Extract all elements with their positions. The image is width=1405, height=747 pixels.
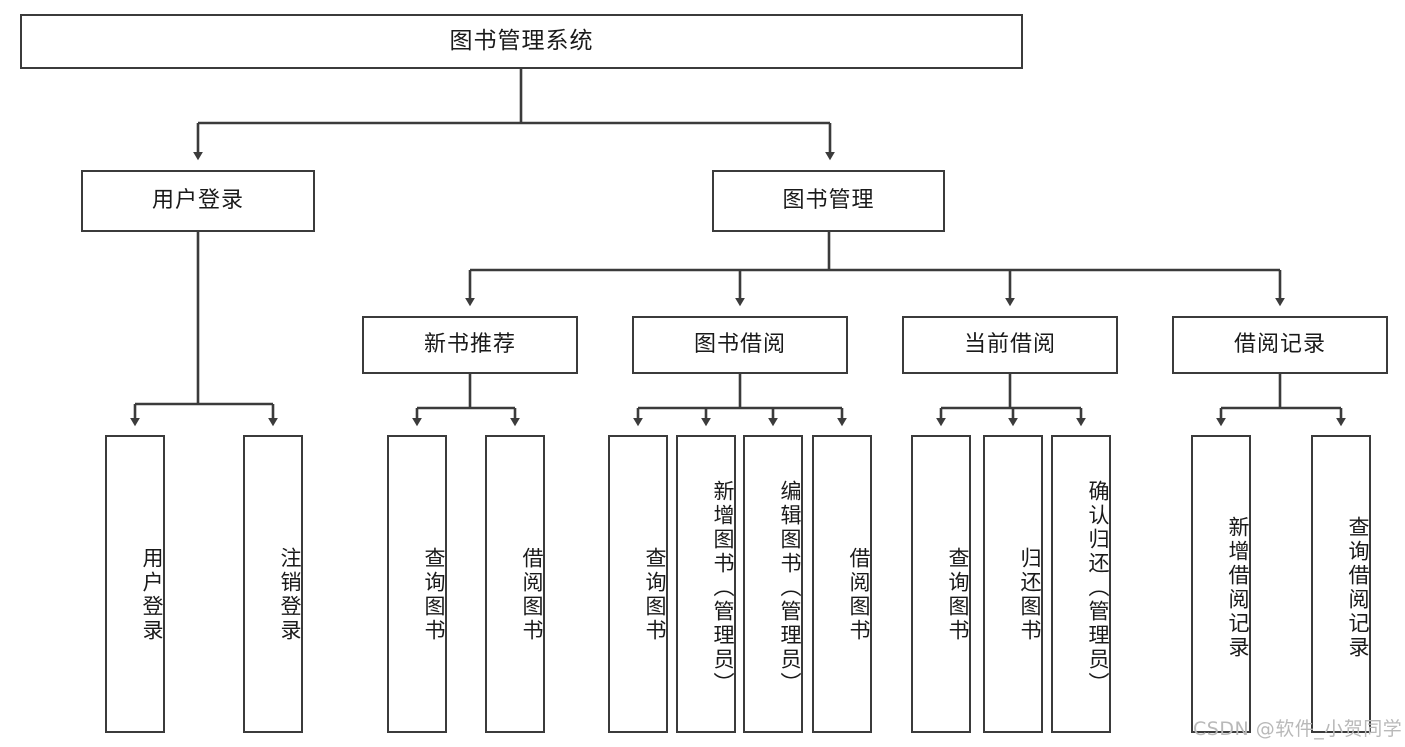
node-leaf-confirm-return[interactable]: 确认归还（管理员） — [1051, 435, 1111, 733]
node-label: 图书借阅 — [693, 331, 786, 357]
node-leaf-query-book-3[interactable]: 查询图书 — [911, 435, 971, 733]
node-leaf-user-login[interactable]: 用户登录 — [105, 435, 165, 733]
node-leaf-query-borrow-record[interactable]: 查询借阅记录 — [1311, 435, 1371, 733]
node-label: 借阅记录 — [1233, 331, 1326, 357]
node-leaf-edit-book[interactable]: 编辑图书（管理员） — [743, 435, 803, 733]
node-label: 用户登录 — [151, 187, 244, 213]
node-leaf-add-borrow-record[interactable]: 新增借阅记录 — [1191, 435, 1251, 733]
node-leaf-return-book[interactable]: 归还图书 — [983, 435, 1043, 733]
node-label: 图书管理系统 — [449, 27, 594, 54]
node-label: 查询图书 — [946, 547, 970, 643]
node-label: 查询图书 — [643, 547, 667, 643]
node-label: 编辑图书（管理员） — [778, 480, 802, 696]
node-leaf-add-book[interactable]: 新增图书（管理员） — [676, 435, 736, 733]
node-leaf-logout-login[interactable]: 注销登录 — [243, 435, 303, 733]
node-label: 当前借阅 — [963, 331, 1056, 357]
node-label: 用户登录 — [140, 547, 164, 643]
node-label: 图书管理 — [782, 187, 875, 213]
node-label: 查询借阅记录 — [1346, 516, 1370, 660]
node-label: 借阅图书 — [847, 547, 871, 643]
node-root-system[interactable]: 图书管理系统 — [20, 14, 1023, 69]
csdn-watermark: CSDN @软件_小贺同学 — [1193, 718, 1403, 740]
node-label: 借阅图书 — [520, 547, 544, 643]
node-book-management[interactable]: 图书管理 — [712, 170, 945, 232]
node-borrow-record[interactable]: 借阅记录 — [1172, 316, 1388, 374]
node-label: 新增图书（管理员） — [711, 480, 735, 696]
node-book-borrow[interactable]: 图书借阅 — [632, 316, 848, 374]
node-new-book-recommend[interactable]: 新书推荐 — [362, 316, 578, 374]
node-leaf-borrow-book-1[interactable]: 借阅图书 — [485, 435, 545, 733]
node-current-borrow[interactable]: 当前借阅 — [902, 316, 1118, 374]
node-label: 注销登录 — [278, 547, 302, 643]
node-label: 查询图书 — [422, 547, 446, 643]
node-leaf-query-book-1[interactable]: 查询图书 — [387, 435, 447, 733]
node-leaf-borrow-book-2[interactable]: 借阅图书 — [812, 435, 872, 733]
node-leaf-query-book-2[interactable]: 查询图书 — [608, 435, 668, 733]
node-label: 确认归还（管理员） — [1086, 480, 1110, 696]
node-user-login[interactable]: 用户登录 — [81, 170, 315, 232]
node-label: 新增借阅记录 — [1226, 516, 1250, 660]
node-label: 新书推荐 — [423, 331, 516, 357]
node-label: 归还图书 — [1018, 547, 1042, 643]
